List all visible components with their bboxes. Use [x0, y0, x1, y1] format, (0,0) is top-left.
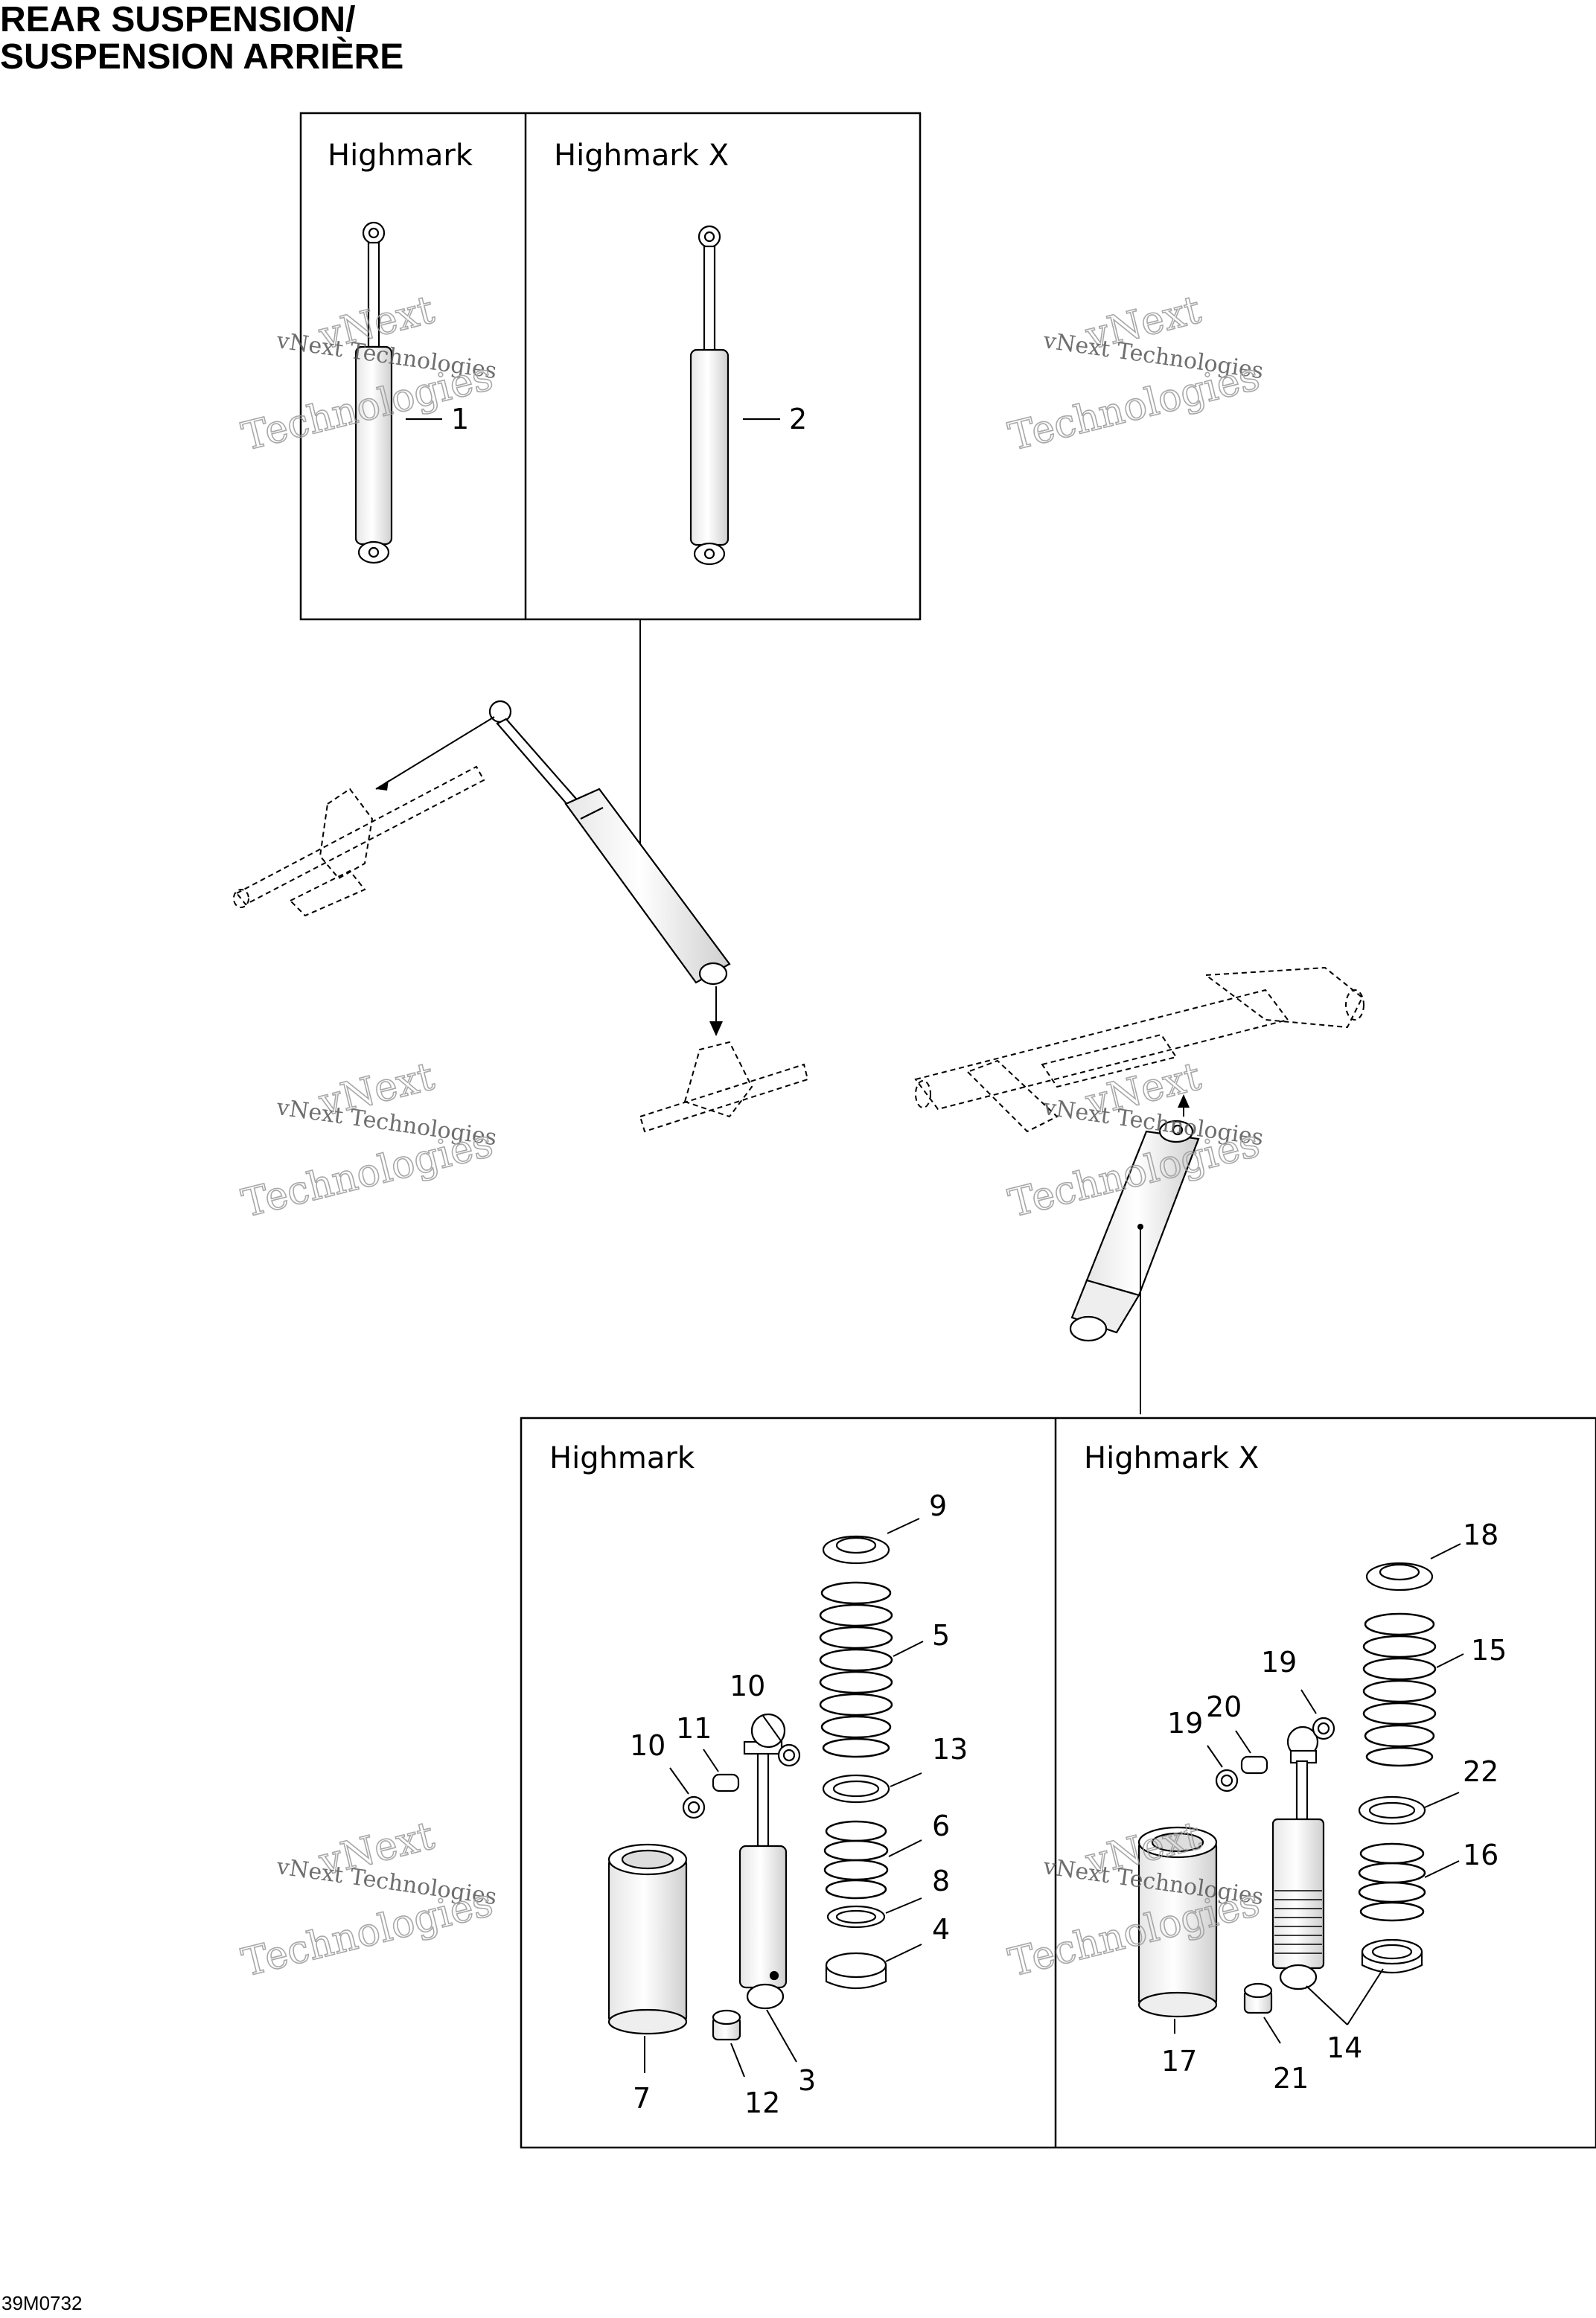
callout-22: 22	[1463, 1755, 1498, 1788]
svg-text:Technologies: Technologies	[237, 1880, 497, 1985]
callout-14: 14	[1327, 2031, 1362, 2064]
callout-12: 12	[744, 2086, 780, 2119]
page-title: REAR SUSPENSION/ SUSPENSION ARRIÈRE	[0, 1, 403, 76]
bushing-19a	[1312, 1717, 1335, 1740]
callout-20: 20	[1206, 1690, 1242, 1723]
adjuster-ring-4	[825, 1952, 887, 1990]
svg-text:Technologies: Technologies	[237, 1121, 497, 1226]
bushing-12	[712, 2009, 741, 2041]
sleeve-20	[1240, 1755, 1268, 1775]
bushing-19b	[1215, 1769, 1239, 1792]
rear-bracket-lower	[639, 1041, 809, 1133]
title-line-1: REAR SUSPENSION/	[0, 0, 356, 39]
callout-15: 15	[1471, 1634, 1507, 1667]
bottom-left-panel-caption: Highmark	[549, 1441, 695, 1475]
callout-9: 9	[929, 1490, 947, 1522]
callout-21: 21	[1273, 2062, 1309, 2095]
callout-16: 16	[1463, 1839, 1498, 1871]
bottom-panels	[520, 1417, 1596, 2149]
watermark-top-right: vNext vNext Technologies Technologies	[1003, 287, 1265, 460]
spring-seat-22	[1358, 1795, 1426, 1825]
adjuster-nut-14	[1361, 1938, 1423, 1974]
top-panel-frame	[299, 112, 922, 621]
spring-cup-18	[1365, 1562, 1434, 1591]
reference-code: 39M0732	[1, 2292, 83, 2314]
top-panels	[299, 112, 922, 621]
secondary-spring-6	[823, 1820, 889, 1900]
front-arm-assembly	[233, 765, 485, 917]
shock-body-3	[738, 1713, 788, 2010]
spacer-ring-8	[826, 1905, 886, 1929]
callout-11: 11	[676, 1712, 712, 1745]
watermark-bottom-left: vNext vNext Technologies Technologies	[237, 1813, 498, 1986]
rear-center-shock	[1069, 1120, 1200, 1342]
angled-shock-absorber	[488, 700, 731, 986]
callout-2: 2	[789, 403, 807, 435]
bottom-right-panel-caption: Highmark X	[1084, 1441, 1259, 1475]
callout-10-upper: 10	[730, 1670, 765, 1702]
main-spring-15	[1362, 1612, 1437, 1767]
callout-1: 1	[451, 403, 469, 435]
watermark-middle-left: vNext vNext Technologies Technologies	[237, 1053, 498, 1227]
callout-4: 4	[932, 1913, 950, 1946]
callout-19-upper: 19	[1261, 1646, 1297, 1679]
shock-absorber-2	[689, 225, 730, 566]
callout-17: 17	[1161, 2045, 1197, 2078]
protector-sleeve-7	[607, 1843, 688, 2035]
bushing-10a	[777, 1743, 801, 1767]
callout-6: 6	[932, 1810, 950, 1842]
svg-text:Technologies: Technologies	[1004, 1880, 1263, 1985]
callout-13: 13	[932, 1733, 968, 1766]
title-line-2: SUSPENSION ARRIÈRE	[0, 37, 404, 77]
callout-19-lower: 19	[1167, 1707, 1203, 1740]
protector-sleeve-17	[1137, 1826, 1218, 2018]
bottom-panel-frame	[520, 1417, 1596, 2149]
bushing-10b	[682, 1795, 706, 1819]
sleeve-11	[712, 1773, 740, 1792]
spring-seat-13	[822, 1774, 890, 1804]
callout-10-lower: 10	[630, 1729, 665, 1762]
callout-8: 8	[932, 1865, 950, 1897]
callout-5: 5	[932, 1619, 950, 1652]
shock-body-14	[1271, 1725, 1325, 1990]
secondary-spring-16	[1358, 1842, 1426, 1922]
main-spring-5	[819, 1581, 893, 1758]
spring-cup-9	[822, 1535, 890, 1565]
bushing-21	[1243, 1982, 1273, 2014]
svg-text:Technologies: Technologies	[1004, 354, 1263, 459]
top-right-panel-caption: Highmark X	[554, 138, 729, 173]
rear-arm-assembly	[914, 966, 1364, 1133]
callout-3: 3	[798, 2064, 816, 2097]
watermark-bottom-right: vNext vNext Technologies Technologies	[1003, 1813, 1265, 1986]
shock-absorber-1	[354, 221, 393, 564]
top-left-panel-caption: Highmark	[328, 138, 473, 173]
callout-18: 18	[1463, 1519, 1498, 1551]
callout-7: 7	[633, 2082, 651, 2115]
